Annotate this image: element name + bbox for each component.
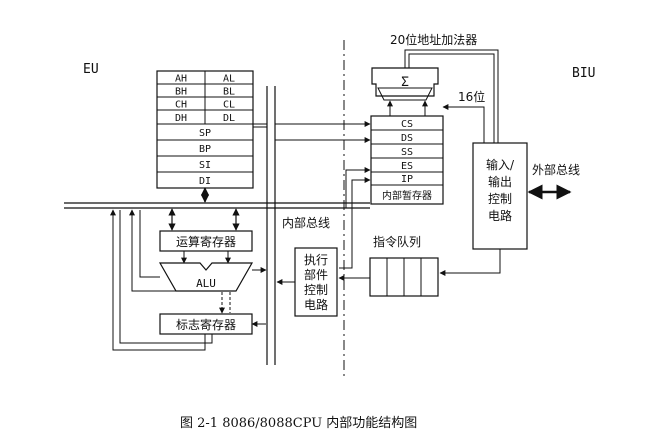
exec-label-1: 执行 [304,253,328,267]
register-cs: CS [401,119,413,130]
internal-bus-label: 内部总线 [282,215,330,230]
register-al: AL [223,74,235,85]
general-register-file: AH AL BH BL CH CL DH DL SP BP SI DI [156,70,254,189]
io-control-circuit: 输入/ 输出 控制 电路 [472,142,528,250]
internal-bus-line [64,202,370,209]
instruction-queue-label: 指令队列 [373,234,421,249]
flag-register: 标志寄存器 [159,313,253,335]
eu-vertical-bus [266,86,276,365]
io-label-3: 控制 [488,192,512,206]
register-ss: SS [401,147,413,158]
register-bh: BH [175,87,187,98]
register-bp: BP [199,144,211,155]
register-ch: CH [175,100,187,111]
register-cl: CL [223,100,235,111]
instruction-queue [369,257,439,297]
exec-label-3: 控制 [304,283,328,297]
eu-label: EU [83,62,99,77]
register-es: ES [401,161,413,172]
register-ah: AH [175,74,187,85]
exec-label-4: 电路 [304,297,328,312]
address-adder: Σ [371,67,439,101]
io-label-1: 输入/ [486,157,515,172]
biu-label: BIU [572,66,595,81]
alu: ALU [158,262,254,292]
internal-temp-regs-label: 内部暂存器 [382,189,432,202]
figure-caption: 图 2-1 8086/8088CPU 内部功能结构图 [180,415,417,431]
io-label-2: 输出 [488,174,512,189]
register-ip: IP [401,174,413,185]
external-bus-label: 外部总线 [532,162,580,177]
register-ds: DS [401,133,413,144]
register-dh: DH [175,113,187,124]
register-dl: DL [223,113,235,124]
register-di: DI [199,176,211,187]
16bit-label: 16位 [458,89,485,104]
segment-register-file: CS DS SS ES IP 内部暂存器 [370,115,444,205]
register-si: SI [199,160,211,171]
sigma-symbol: Σ [401,75,409,90]
alu-label: ALU [196,277,216,290]
flag-register-label: 标志寄存器 [176,317,236,332]
exec-label-2: 部件 [304,267,328,282]
exec-control-circuit: 执行 部件 控制 电路 [294,247,338,317]
adder-label: 20位地址加法器 [390,32,477,47]
temp-register-label: 运算寄存器 [176,234,236,249]
register-sp: SP [199,128,211,139]
register-bl: BL [223,87,235,98]
io-label-4: 电路 [488,208,512,223]
temp-register: 运算寄存器 [159,230,253,252]
